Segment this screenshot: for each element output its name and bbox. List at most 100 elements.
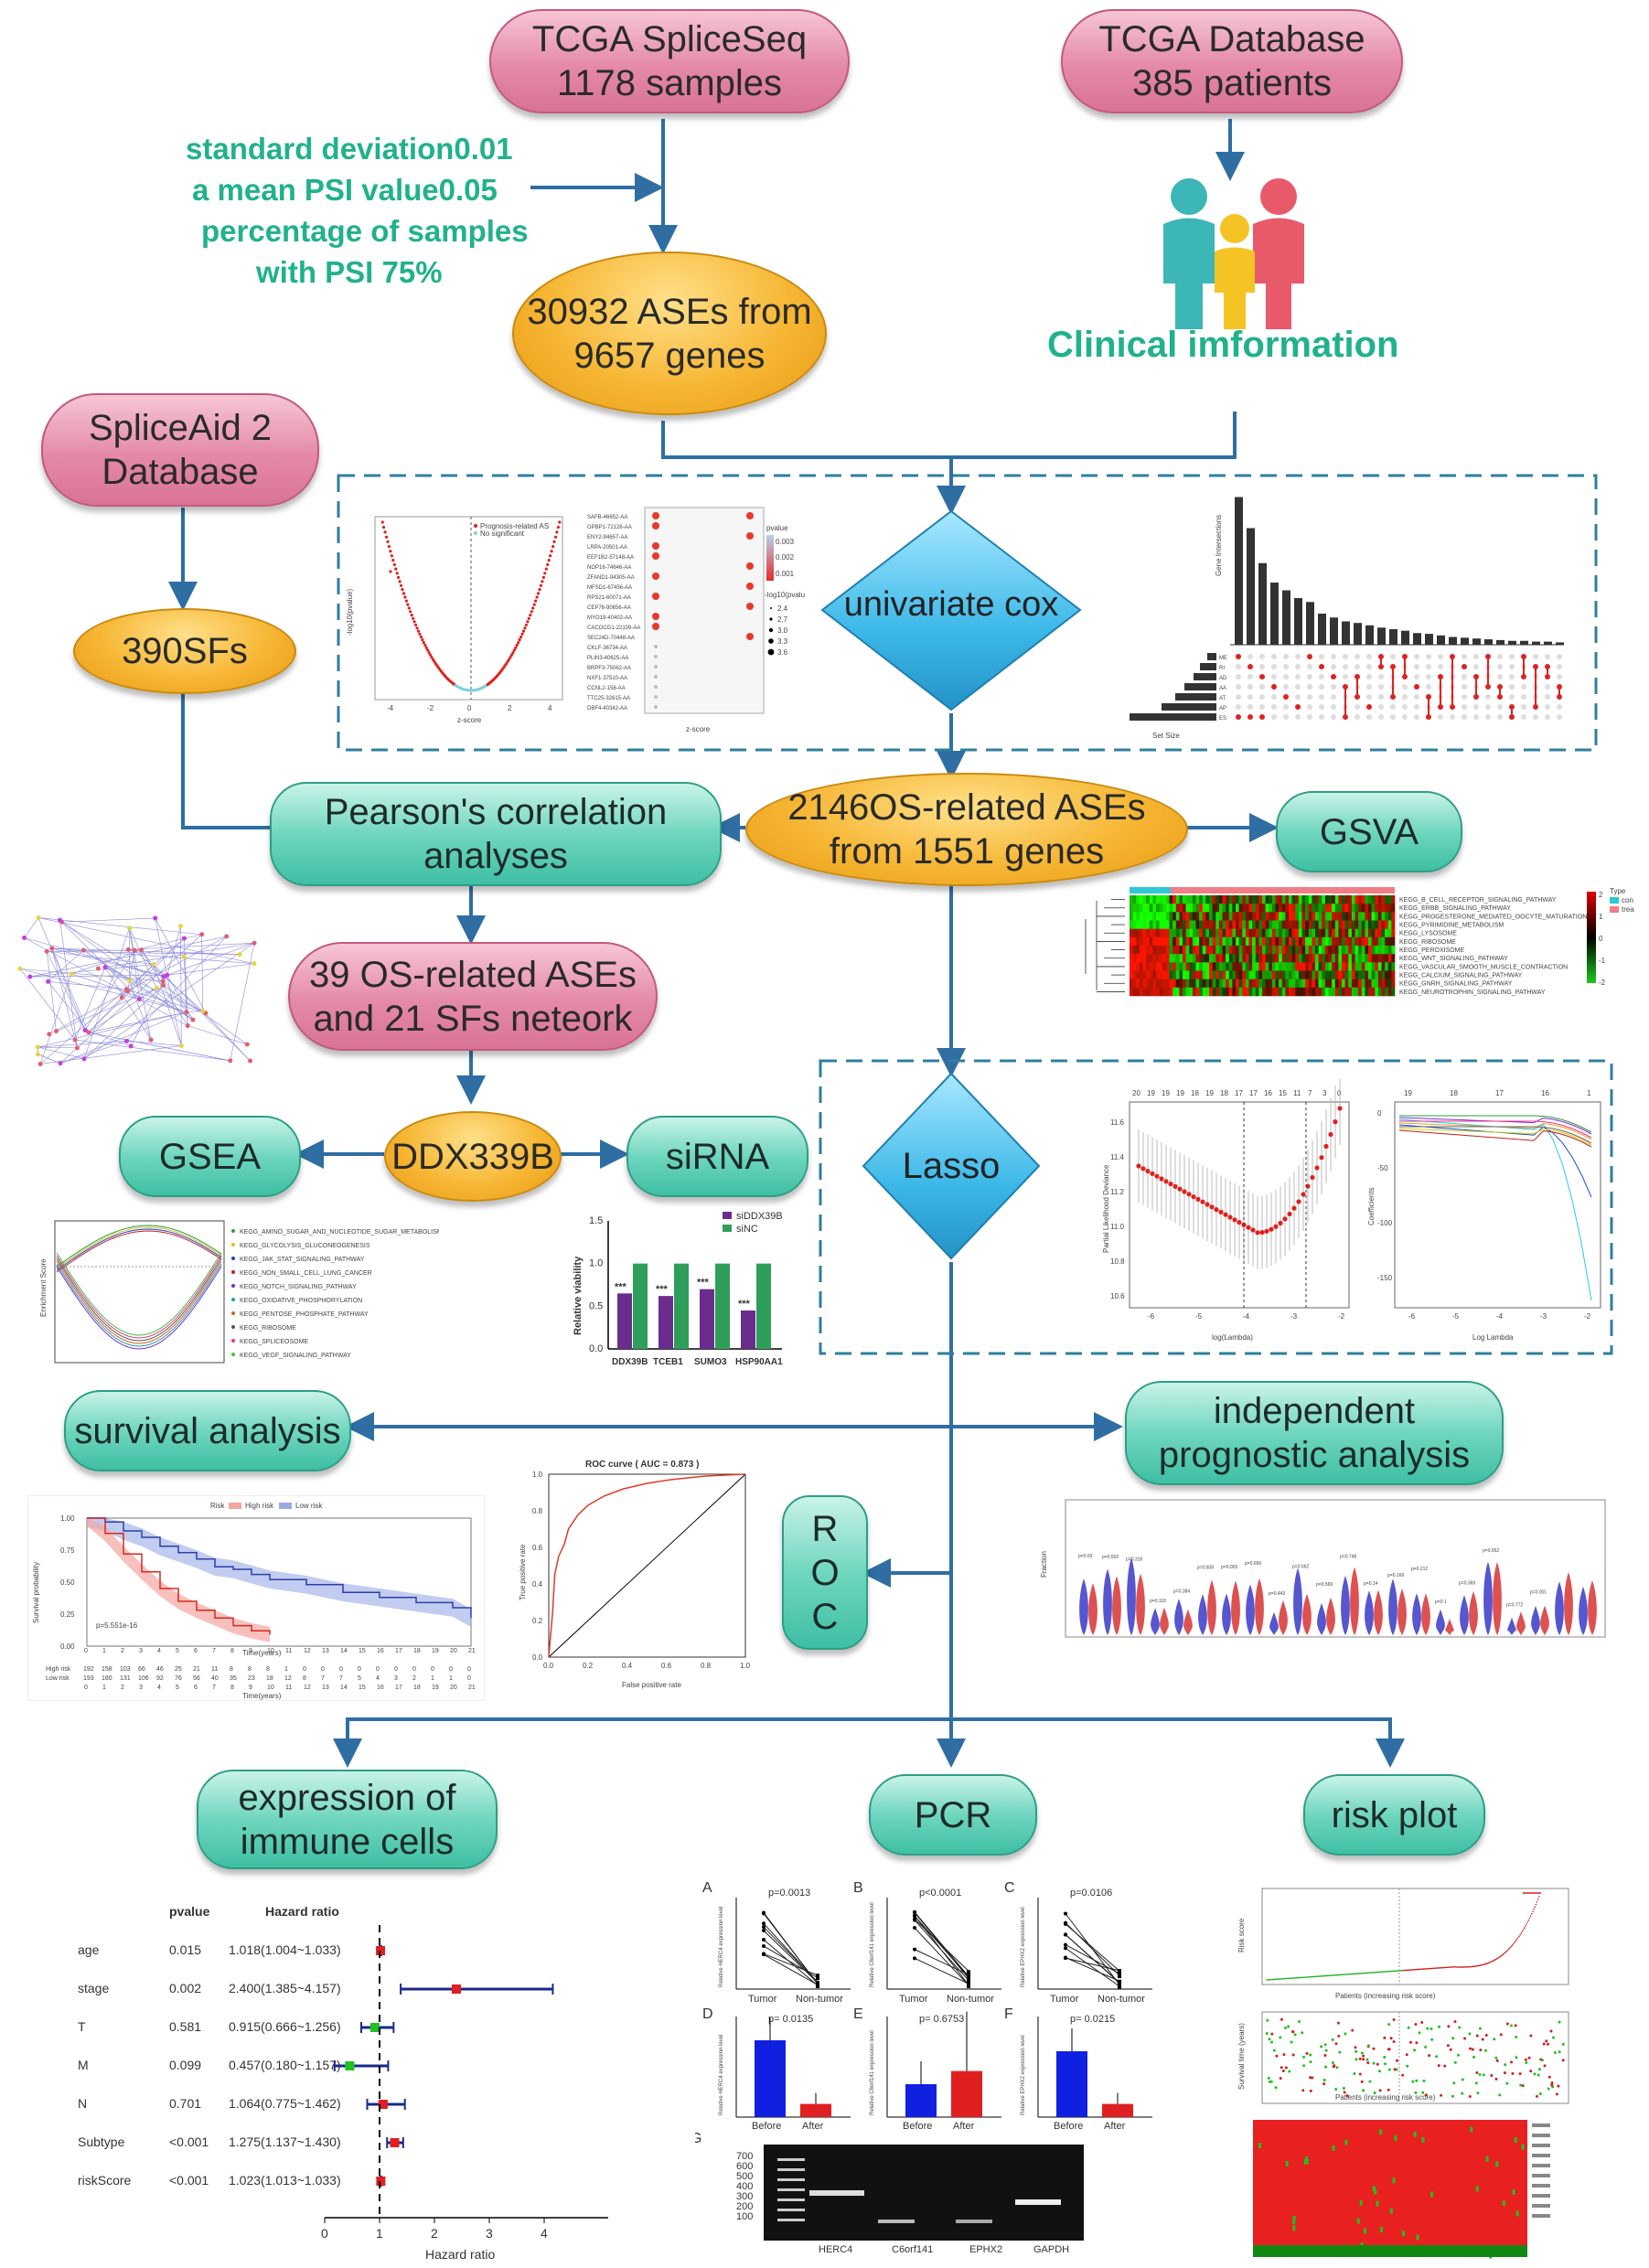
- heatmap-cell: [1255, 895, 1259, 904]
- heatmap-cell: [1371, 970, 1376, 979]
- heatmap-cell: [1142, 928, 1147, 938]
- heatmap-cell: [1271, 962, 1276, 971]
- heatmap-cell: [1248, 895, 1253, 904]
- risk-point: [1365, 1972, 1366, 1974]
- scatter-point: [1372, 2047, 1376, 2050]
- risk-count: 7: [321, 1675, 325, 1682]
- heatmap-cell: [1285, 946, 1290, 955]
- x-tick: -4: [1496, 1312, 1504, 1321]
- paired-point: [762, 1921, 766, 1926]
- risk-point: [1310, 1975, 1312, 1978]
- heatmap-cell: [1258, 928, 1263, 938]
- bar-before: [1056, 2051, 1087, 2117]
- heatmap-cell: [1358, 962, 1363, 971]
- upset-dot: [1295, 714, 1301, 720]
- heatmap-cell: [1298, 970, 1302, 979]
- network-edge: [128, 942, 255, 950]
- heatmap-cell: [1271, 904, 1276, 913]
- heatmap-cell: [1195, 954, 1200, 963]
- ladder-label: 400: [736, 2181, 753, 2192]
- heatmap-cell: [1152, 987, 1157, 997]
- upset-dot: [1271, 684, 1277, 690]
- x-label: After: [1104, 2121, 1126, 2132]
- heatmap-cell: [1387, 912, 1392, 921]
- heatmap-cell: [1162, 936, 1167, 947]
- heatmap-cell: [1175, 979, 1180, 989]
- x-tick: 12: [304, 1648, 311, 1654]
- y-tick: 0.5: [589, 1300, 603, 1311]
- scatter-point: [1387, 2023, 1391, 2027]
- heatmap-cell: [1258, 987, 1263, 997]
- network-edge: [48, 981, 90, 1033]
- network-edge: [180, 925, 182, 1046]
- heatmap-cell: [1199, 954, 1204, 963]
- heatmap-cell: [1394, 2134, 1397, 2141]
- paired-point: [913, 1918, 916, 1922]
- risk-count: 35: [230, 1675, 237, 1682]
- heatmap-cell: [1291, 946, 1296, 955]
- heatmap-cell: [1202, 928, 1206, 938]
- scatter-point: [1411, 2080, 1415, 2083]
- heatmap-cell: [1252, 895, 1257, 904]
- risk-point: [1427, 1967, 1429, 1970]
- heatmap-cell: [1301, 970, 1306, 979]
- heatmap-cell: [1334, 928, 1339, 938]
- heatmap-cell: [1192, 987, 1196, 997]
- heatmap-cell: [1371, 936, 1376, 947]
- heatmap-cell: [1334, 979, 1339, 989]
- heatmap-cell: [1334, 936, 1339, 947]
- network-edge: [29, 974, 167, 978]
- y-tick: 0.0: [589, 1343, 603, 1354]
- legend-series: siDDX39B: [736, 1211, 783, 1222]
- scatter-point: [1309, 2076, 1312, 2080]
- heatmap-cell: [1315, 904, 1319, 913]
- heatmap-cell: [1185, 936, 1190, 947]
- heatmap-cell: [1142, 962, 1147, 971]
- set-size-bar: [1130, 713, 1216, 721]
- heatmap-cell: [1358, 954, 1363, 963]
- heatmap-cell: [1175, 962, 1180, 971]
- scatter-point: [1524, 2058, 1527, 2061]
- heatmap-cell: [1285, 987, 1290, 997]
- upset-dot: [1236, 674, 1241, 679]
- legend-pathway: KEGG_RIBOSOME: [240, 1325, 296, 1332]
- heatmap-cell: [1344, 904, 1349, 913]
- upset-dot: [1283, 684, 1289, 690]
- heatmap-cell: [1173, 895, 1177, 904]
- scatter-point: [1288, 2070, 1291, 2073]
- legend-title: Type: [1610, 887, 1626, 895]
- heatmap-cell: [1156, 936, 1160, 947]
- ladder-label: 600: [736, 2161, 753, 2172]
- scatter-point: [1372, 2061, 1376, 2065]
- heatmap-cell: [1209, 962, 1213, 971]
- heatmap-cell: [1132, 970, 1137, 979]
- heatmap-label: [1532, 2124, 1550, 2127]
- panel-letter: E: [853, 2006, 863, 2022]
- risk-point: [1515, 1940, 1517, 1942]
- heatmap-cell: [1195, 895, 1200, 904]
- cv-point: [1323, 1143, 1329, 1150]
- heatmap-cell: [1322, 895, 1326, 904]
- x-tick: 14: [340, 1648, 348, 1654]
- heatmap-cell: [1169, 920, 1173, 929]
- scatter-point: [1376, 2062, 1379, 2066]
- paired-point: [1118, 1984, 1121, 1988]
- upset-dot: [1545, 714, 1550, 720]
- heatmap-cell: [1209, 987, 1213, 997]
- network-node: [200, 1009, 206, 1014]
- heatmap-cell: [1159, 920, 1163, 929]
- heatmap-cell: [1291, 936, 1296, 947]
- risk-point: [1289, 1977, 1291, 1980]
- scatter-point: [1558, 2020, 1561, 2024]
- paired-point: [967, 1982, 970, 1986]
- heatmap-cell: [1298, 946, 1302, 955]
- x-tick: 0: [467, 704, 472, 712]
- bar-siddx39b: [741, 1311, 755, 1349]
- scatter-point: [1437, 2025, 1440, 2028]
- heatmap-cell: [1308, 954, 1312, 963]
- heatmap-cell: [1385, 895, 1389, 904]
- x-tick: 0: [321, 2226, 328, 2241]
- set-label: AA: [1219, 686, 1226, 691]
- upset-dot: [1283, 674, 1289, 679]
